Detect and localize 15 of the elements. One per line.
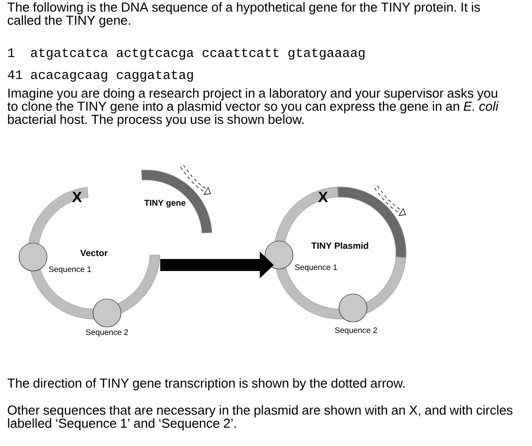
gene-fragment: TINY gene [141, 170, 212, 234]
paragraph: The direction of TINY gene transcription is shown by the dotted arrow. [8, 378, 405, 390]
paragraph: The following is the DNA sequence of a hypothetical gene for the TINY protein. It is called the TINY gene. [8, 2, 480, 28]
node-label: Sequence 1 [49, 266, 91, 274]
node-label: Sequence 1 [295, 264, 337, 272]
line-number: 41 [8, 70, 22, 79]
paragraph: Other sequences that are necessary in the plasmid are shown with an X, and with circles labelled ‘Sequence 1’ and ‘Sequence 2’. [8, 405, 512, 430]
node-label: Sequence 2 [86, 329, 128, 337]
x-mark: X [318, 192, 328, 202]
dna-sequence: acacagcaag caggatatag [31, 70, 193, 82]
dna-sequence: atgatcatca actgtcacga ccaattcatt gtatgaaaag [31, 48, 364, 60]
node-label: Sequence 2 [335, 327, 377, 335]
line-number: 1 [8, 48, 14, 57]
paragraph: Imagine you are doing a research project in a laboratory and your supervisor asks you to clone the TINY gene into a plasmid vector so you can express the gene in an E. coli bacterial host. The process you use is shown below. [7, 88, 499, 127]
x-mark: X [72, 192, 82, 202]
